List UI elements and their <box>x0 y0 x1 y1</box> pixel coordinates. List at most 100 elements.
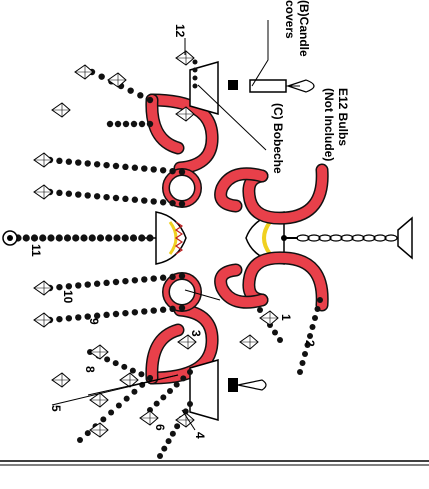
bead <box>75 159 82 166</box>
bead <box>178 200 186 208</box>
bead <box>112 194 120 202</box>
bead <box>159 167 167 174</box>
bead <box>178 272 186 280</box>
bead <box>84 192 91 199</box>
crystal-drop <box>175 106 195 122</box>
bead <box>150 307 157 314</box>
bead <box>122 195 129 203</box>
bead <box>153 400 160 407</box>
bead <box>103 193 110 201</box>
bead <box>165 438 172 445</box>
bead <box>30 234 39 242</box>
bead <box>88 234 96 242</box>
bead <box>178 304 186 312</box>
bead <box>150 166 157 173</box>
bead <box>169 199 176 207</box>
e12-bulb-icon <box>286 79 315 93</box>
bead <box>112 278 120 286</box>
bead <box>105 234 113 242</box>
crystal-drop <box>175 50 195 66</box>
bead <box>146 120 154 128</box>
bead <box>174 423 181 430</box>
crystal-drop <box>89 422 109 438</box>
bead <box>272 329 278 336</box>
bead <box>56 189 63 197</box>
label-not-include: (Not Include) <box>322 88 336 161</box>
bead <box>127 87 134 94</box>
label-12: 12 <box>173 24 187 38</box>
crystal-drop <box>33 312 53 328</box>
bead <box>121 363 128 370</box>
bead <box>65 190 73 197</box>
candle-holder-upper <box>189 61 287 115</box>
bead <box>100 416 107 423</box>
bead <box>161 445 168 452</box>
bead <box>178 168 186 176</box>
bead <box>141 276 148 283</box>
bead <box>65 315 73 322</box>
bead <box>141 165 148 172</box>
bead <box>304 342 311 348</box>
bead <box>146 234 154 242</box>
bead <box>317 297 323 303</box>
crystal-drop <box>74 64 94 80</box>
bead <box>55 234 63 242</box>
label-6: 6 <box>153 424 167 431</box>
bead <box>141 197 148 204</box>
bead <box>131 164 139 171</box>
bead <box>112 310 120 318</box>
label-candle-covers-2: covers <box>283 0 297 39</box>
label-1: 1 <box>279 314 293 321</box>
bead <box>131 388 138 395</box>
crystal-drop <box>51 102 71 118</box>
bead <box>98 73 105 80</box>
label-candle-covers-1: (B)Candle <box>297 0 311 57</box>
bead <box>299 360 306 366</box>
bead <box>169 273 176 281</box>
bead <box>131 309 139 316</box>
bead <box>114 120 122 128</box>
bead <box>129 234 138 242</box>
bulb-icon <box>237 379 267 391</box>
bead <box>106 120 114 128</box>
label-10: 10 <box>61 290 75 304</box>
bead <box>113 234 121 242</box>
bead <box>93 312 101 319</box>
bead <box>157 453 163 459</box>
bead <box>103 279 110 287</box>
crystal-drops <box>33 50 279 438</box>
bead <box>103 161 110 169</box>
bead <box>138 120 146 128</box>
bead <box>147 375 153 381</box>
bead <box>159 306 167 313</box>
bead <box>277 337 283 343</box>
bead <box>39 234 47 242</box>
crystal-drop <box>51 372 71 388</box>
bead <box>93 161 101 168</box>
bottom-finial-dot <box>7 235 13 241</box>
bead <box>56 283 63 291</box>
bead <box>104 356 111 363</box>
bead <box>129 367 136 374</box>
chandelier-arms <box>145 93 329 385</box>
hanging-chain <box>296 234 398 242</box>
bead <box>65 283 73 290</box>
bead <box>138 371 145 378</box>
bead <box>122 163 129 171</box>
bead <box>112 360 119 367</box>
candle-cover <box>249 79 287 93</box>
crystal-drop <box>89 344 109 360</box>
bead <box>150 275 157 282</box>
bead <box>22 234 30 242</box>
bead <box>146 96 154 104</box>
crystal-drop <box>239 334 259 350</box>
bead <box>123 395 130 402</box>
bead <box>63 234 72 242</box>
bead <box>192 59 198 65</box>
bead <box>75 282 82 289</box>
bead <box>309 324 316 330</box>
label-2: 2 <box>303 340 317 347</box>
bead <box>312 315 318 321</box>
